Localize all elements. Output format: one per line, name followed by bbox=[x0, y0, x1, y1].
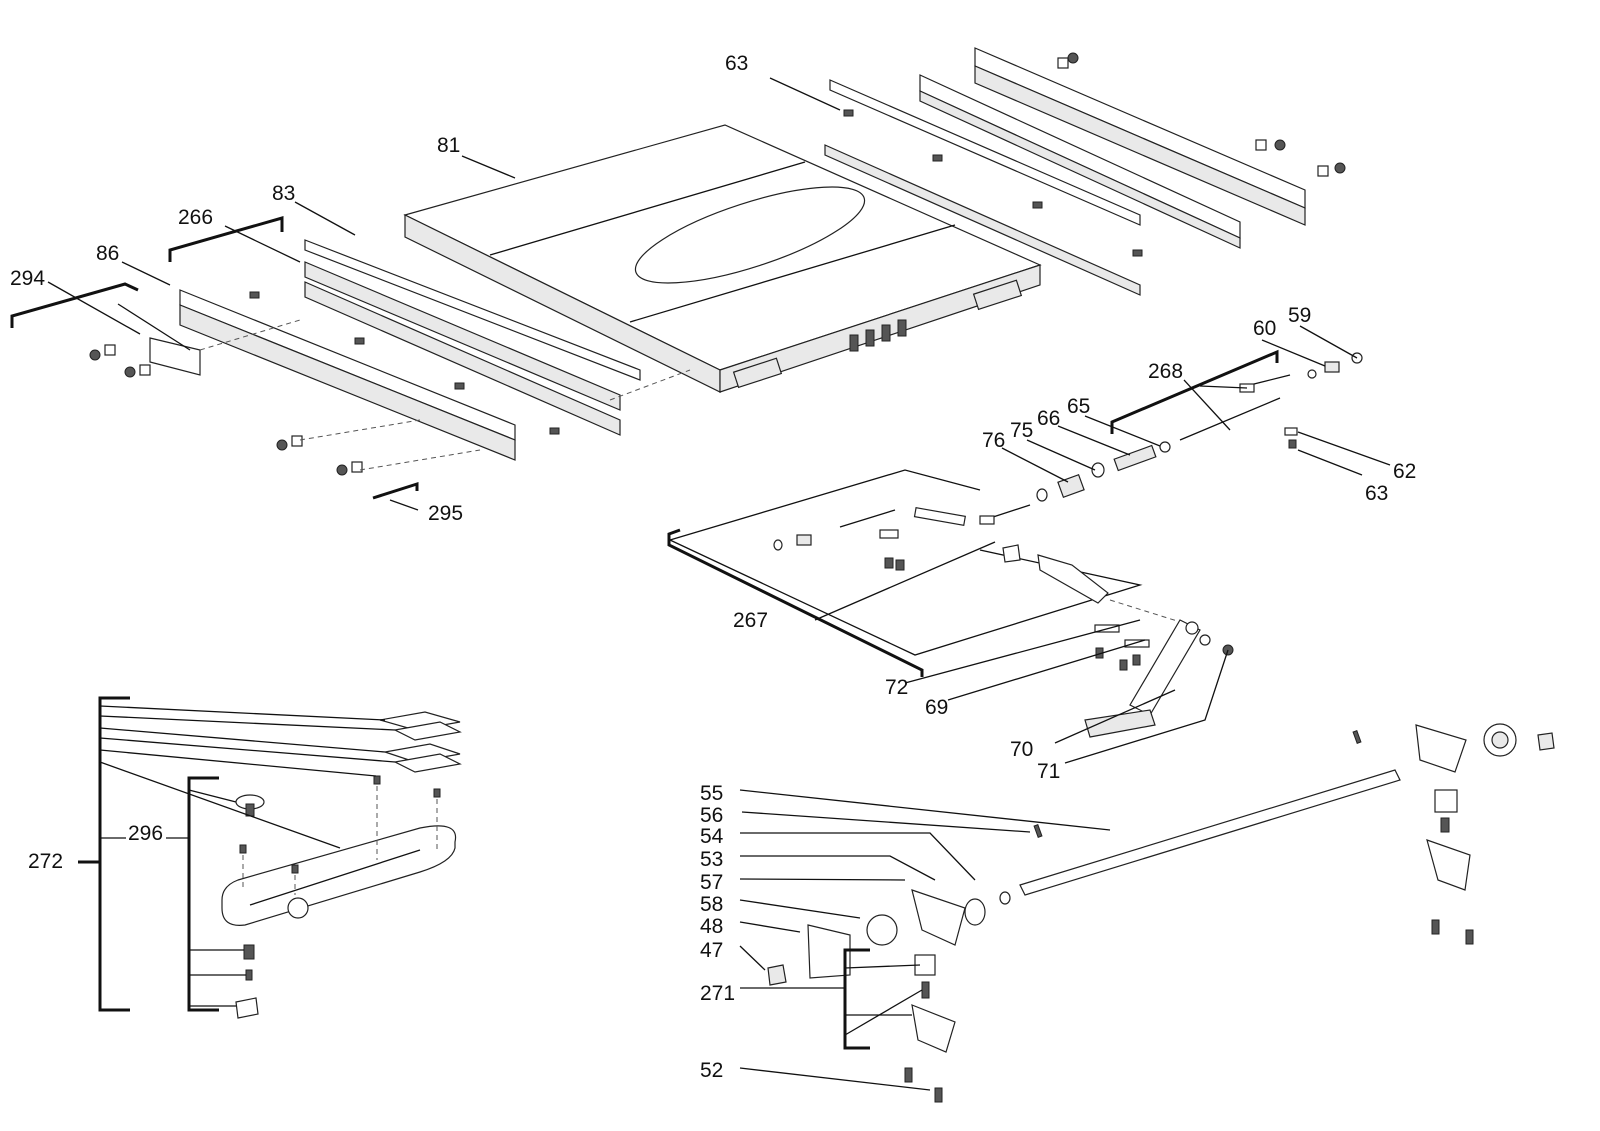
label-75: 75 bbox=[1010, 419, 1033, 442]
label-271: 271 bbox=[700, 982, 735, 1005]
label-63-right: 63 bbox=[1365, 482, 1388, 505]
label-72: 72 bbox=[885, 676, 908, 699]
label-57: 57 bbox=[700, 871, 723, 894]
gear-assembly-left bbox=[767, 889, 1011, 1103]
label-296: 296 bbox=[128, 822, 163, 845]
frame-assembly-parts bbox=[669, 469, 1191, 656]
label-56: 56 bbox=[700, 804, 723, 827]
label-52: 52 bbox=[700, 1059, 723, 1082]
label-86: 86 bbox=[96, 242, 119, 265]
label-48: 48 bbox=[700, 915, 723, 938]
label-58: 58 bbox=[700, 893, 723, 916]
label-76: 76 bbox=[982, 429, 1005, 452]
label-65: 65 bbox=[1067, 395, 1090, 418]
front-rail-parts bbox=[89, 239, 691, 476]
table-top-part bbox=[403, 124, 1042, 393]
label-294: 294 bbox=[10, 267, 45, 290]
label-266: 266 bbox=[178, 206, 213, 229]
throat-plate-parts bbox=[221, 711, 462, 1019]
shaft-parts bbox=[1019, 730, 1401, 896]
label-59: 59 bbox=[1288, 304, 1311, 327]
label-60: 60 bbox=[1253, 317, 1276, 340]
label-81: 81 bbox=[437, 134, 460, 157]
label-53: 53 bbox=[700, 848, 723, 871]
label-83: 83 bbox=[272, 182, 295, 205]
label-54: 54 bbox=[700, 825, 724, 848]
label-268: 268 bbox=[1148, 360, 1183, 383]
leader-lines bbox=[47, 77, 1391, 1091]
rear-rail-parts bbox=[824, 47, 1346, 296]
linkage-parts bbox=[979, 352, 1363, 525]
label-63-top: 63 bbox=[725, 52, 748, 75]
label-62: 62 bbox=[1393, 460, 1416, 483]
label-272: 272 bbox=[28, 850, 63, 873]
part-number-labels: 81 83 266 86 294 295 63 59 60 268 65 66 … bbox=[10, 52, 1416, 1082]
label-71: 71 bbox=[1037, 760, 1060, 783]
label-55: 55 bbox=[700, 782, 723, 805]
group-brackets bbox=[10, 216, 1279, 1050]
label-47: 47 bbox=[700, 939, 723, 962]
label-267: 267 bbox=[733, 609, 768, 632]
label-70: 70 bbox=[1010, 738, 1033, 761]
label-66: 66 bbox=[1037, 407, 1060, 430]
gear-assembly-right bbox=[1415, 723, 1555, 945]
label-295: 295 bbox=[428, 502, 463, 525]
label-69: 69 bbox=[925, 696, 948, 719]
